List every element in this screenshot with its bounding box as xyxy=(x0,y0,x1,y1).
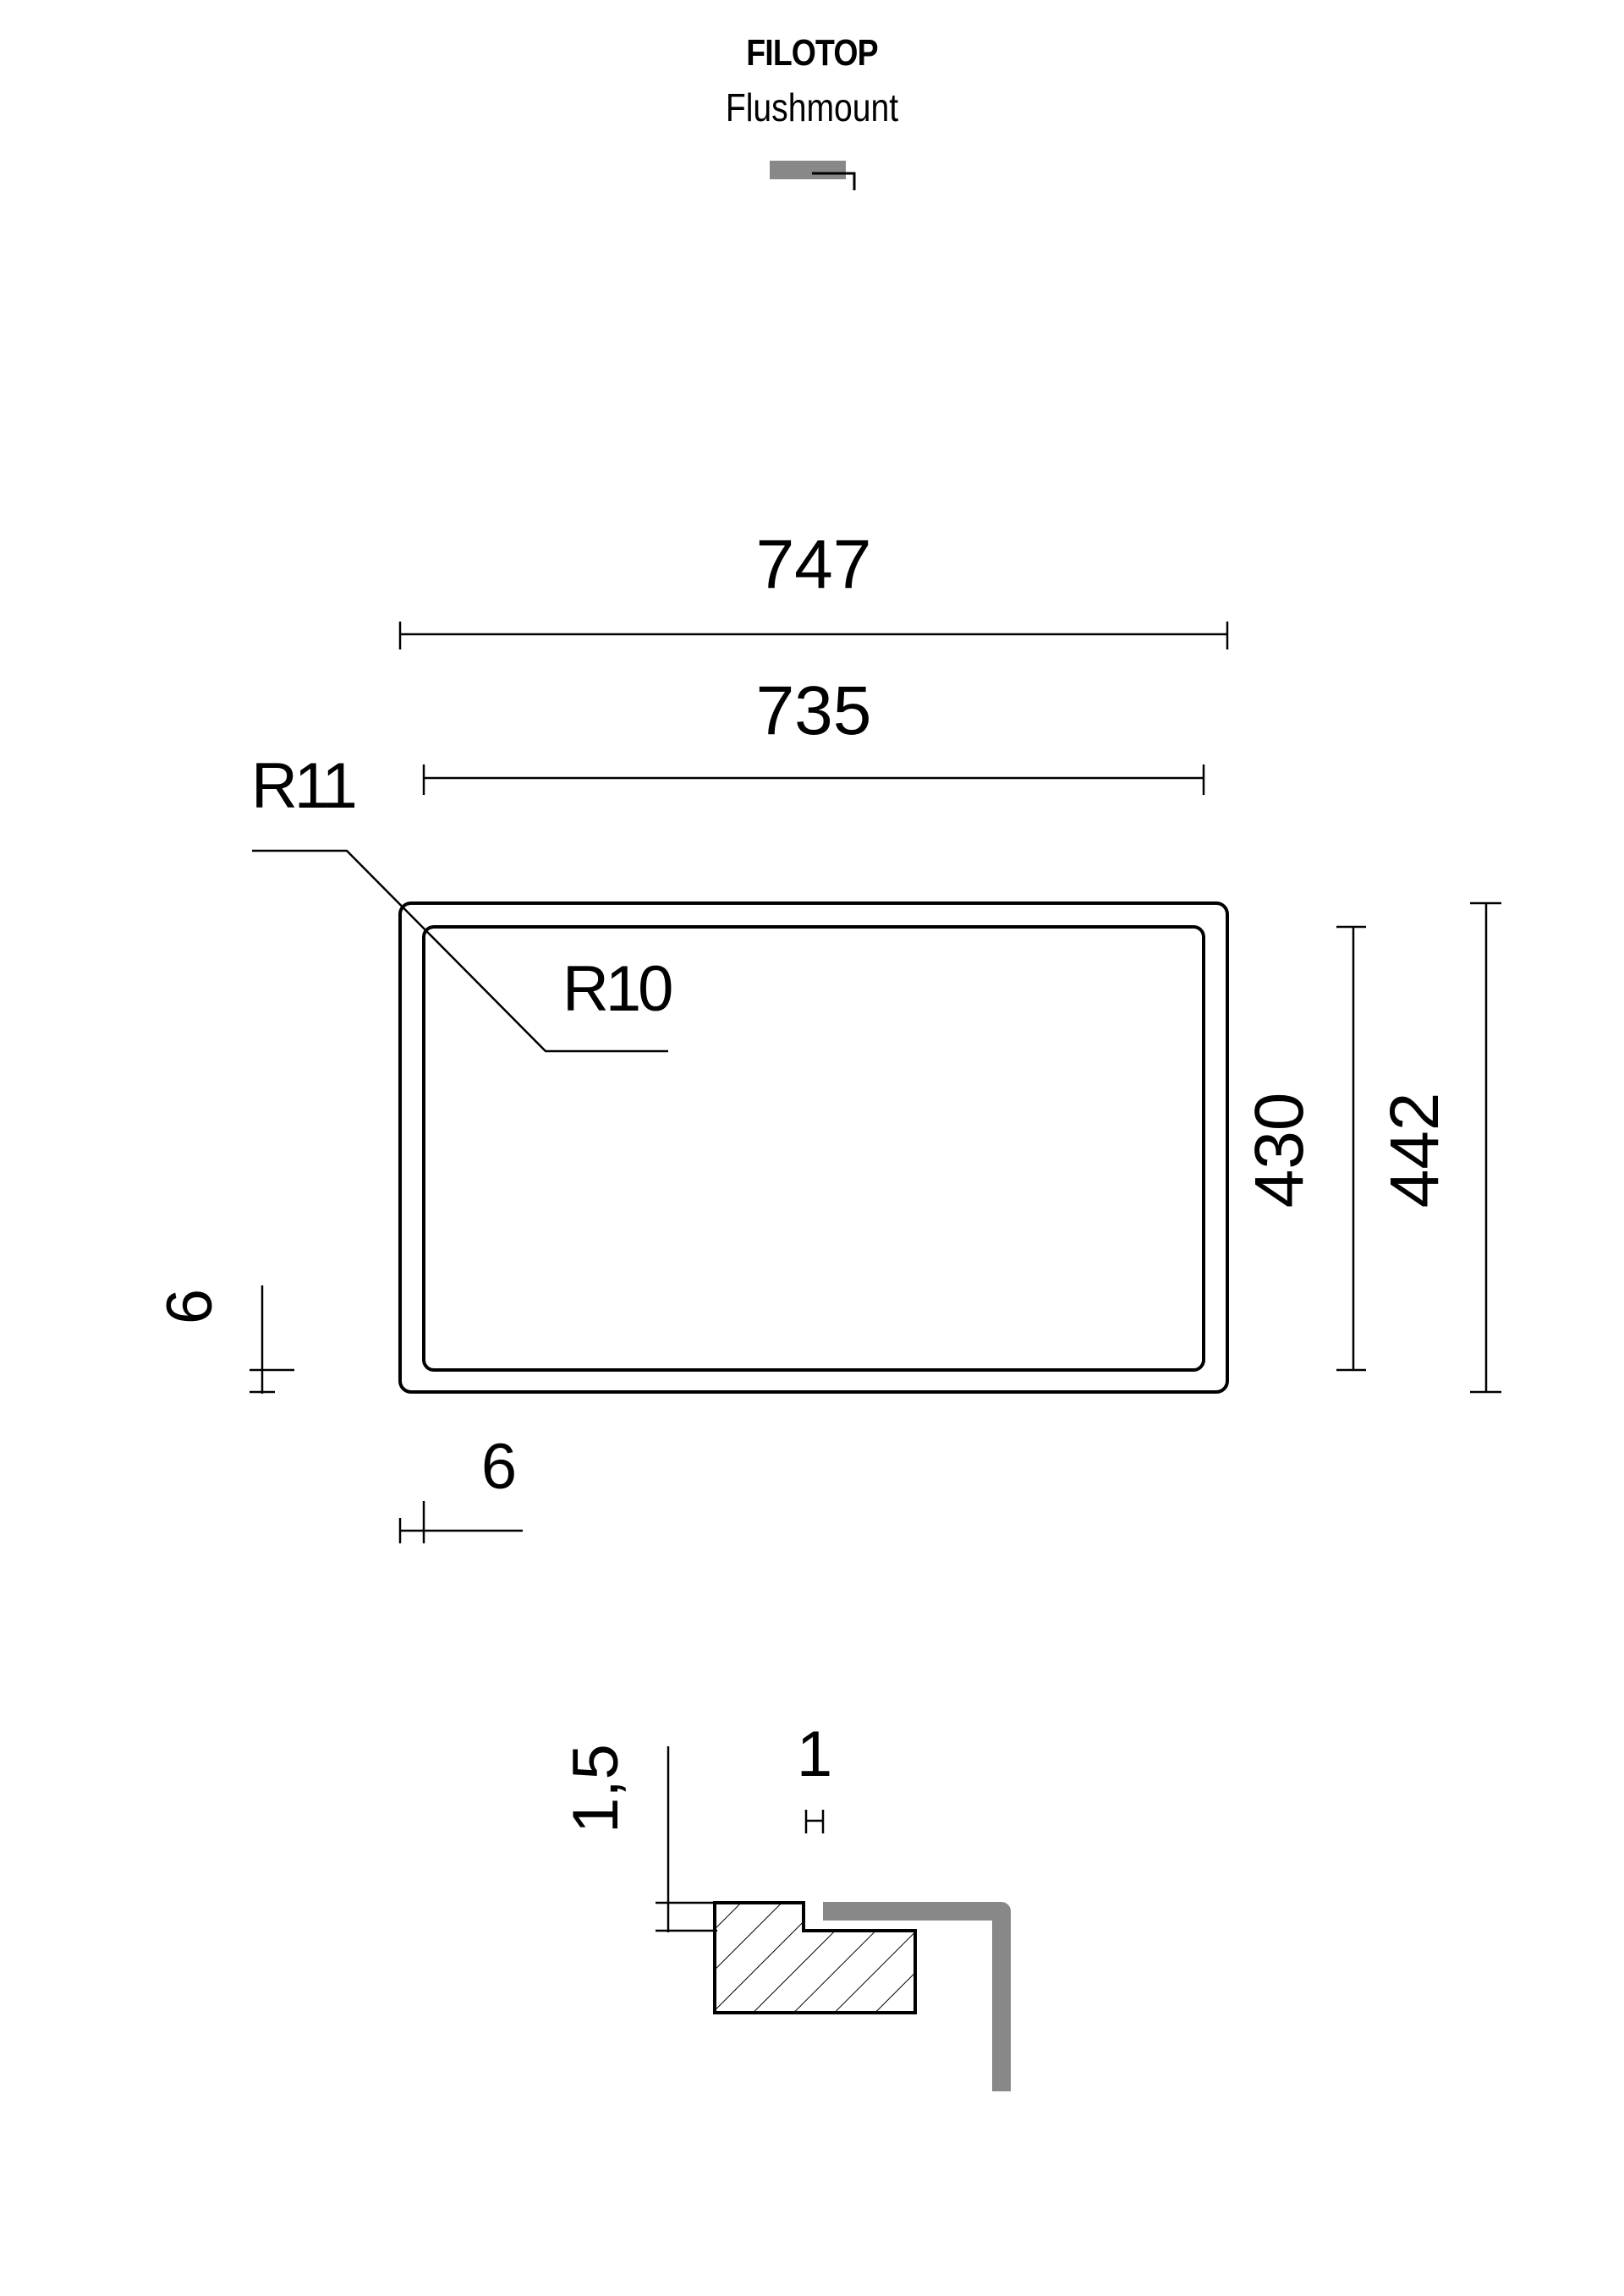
sink-rim-profile xyxy=(823,1902,1011,2091)
dimension-line-442 xyxy=(1470,901,1501,1394)
dimension-line-step xyxy=(656,1746,717,1932)
countertop-section xyxy=(713,1901,917,2014)
dimension-line-gap xyxy=(804,1810,825,1833)
dimension-step-height: 1,5 xyxy=(560,1744,632,1833)
sink-outer-outline xyxy=(398,901,1229,1394)
sink-inner-outline xyxy=(422,925,1205,1372)
dimension-line-735 xyxy=(422,764,1205,795)
label-inner-radius: R10 xyxy=(562,953,672,1025)
dimension-outer-width: 747 xyxy=(756,526,872,603)
leader-radius xyxy=(252,849,668,1053)
dimension-inner-width: 735 xyxy=(756,672,872,749)
dimension-outer-height: 442 xyxy=(1376,1093,1453,1208)
sink-section-view xyxy=(713,1901,1011,2091)
dimension-inner-height: 430 xyxy=(1241,1093,1318,1208)
dimension-rim-left: 6 xyxy=(481,1431,517,1503)
dimension-line-rim-bottom xyxy=(250,1285,294,1394)
product-name: FILOTOP xyxy=(746,32,878,74)
dimension-gap-width: 1 xyxy=(797,1718,832,1790)
mount-type: Flushmount xyxy=(725,85,899,129)
flushmount-icon xyxy=(770,161,856,190)
sink-plan-view xyxy=(398,901,1229,1394)
label-outer-radius: R11 xyxy=(251,750,355,822)
dimension-line-747 xyxy=(398,622,1229,649)
dimension-line-rim-left xyxy=(398,1501,523,1543)
dimension-rim-bottom: 6 xyxy=(154,1289,226,1324)
dimension-line-430 xyxy=(1336,925,1366,1372)
